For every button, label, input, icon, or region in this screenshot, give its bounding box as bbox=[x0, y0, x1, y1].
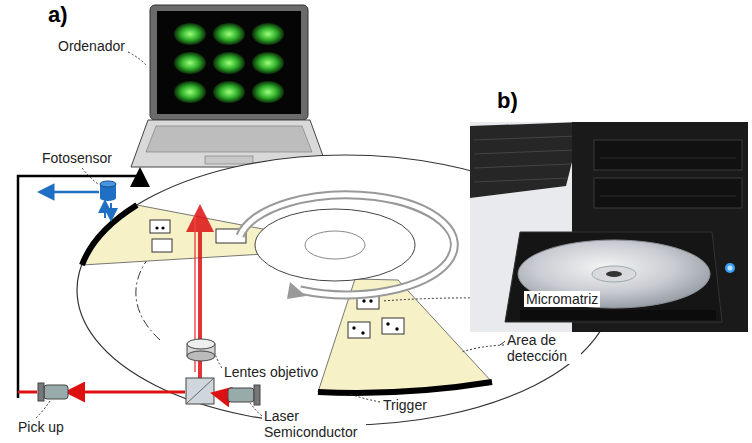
photosensor bbox=[42, 181, 116, 218]
part-label: Laser Semiconductor bbox=[262, 408, 366, 440]
panel-letter: b) bbox=[497, 88, 518, 114]
photo bbox=[470, 122, 748, 332]
part-label: Area de detección bbox=[505, 332, 581, 364]
part-label: Lentes objetivo bbox=[222, 364, 320, 380]
part-label: Trigger bbox=[381, 397, 429, 413]
panel-letter: a) bbox=[48, 2, 68, 28]
part-label: Ordenador bbox=[56, 38, 127, 54]
part-label: Fotosensor bbox=[40, 150, 114, 166]
part-label: Micromatriz bbox=[524, 291, 600, 307]
leader-lines bbox=[36, 52, 522, 418]
laptop bbox=[131, 5, 327, 167]
part-label: Pick up bbox=[16, 419, 66, 435]
